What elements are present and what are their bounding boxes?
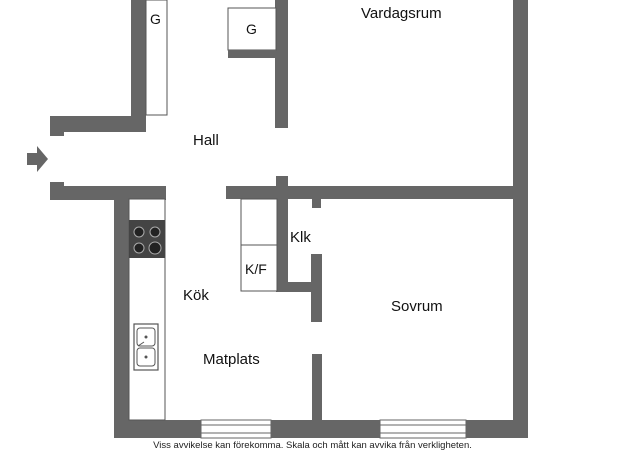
wall-hall-left-upper [131, 0, 146, 118]
room-label-sovrum: Sovrum [391, 298, 443, 315]
room-label-matplats: Matplats [203, 351, 260, 368]
walls [50, 0, 528, 438]
pantry-cabinet [240, 198, 278, 246]
wall-partition-lower [312, 354, 322, 438]
wall-stub [312, 198, 321, 208]
wall-klk-right [311, 254, 322, 322]
double-sink-icon [133, 323, 159, 371]
arrow-right-icon [27, 146, 48, 172]
room-label-vardagsrum: Vardagsrum [361, 5, 442, 22]
wall-middle-right [288, 186, 528, 199]
closet-living [227, 7, 277, 51]
fridge-freezer [240, 244, 278, 292]
floor-plan: G G K/F Vardagsrum Hall Klk K [27, 0, 528, 439]
closet-hall [145, 0, 168, 116]
wall-entrance-jamb-bottom [50, 182, 64, 200]
window-kitchen [200, 419, 272, 439]
closet-living-label: G [246, 21, 257, 37]
wall-closet-bottom [228, 50, 276, 58]
wall-right-outer-upper [513, 0, 528, 200]
wall-entrance-bottom [50, 186, 166, 200]
wall-klk-bottom [276, 282, 320, 292]
wall-entrance-top [50, 116, 146, 132]
fridge-freezer-label: K/F [245, 261, 267, 277]
disclaimer-footnote: Viss avvikelse kan förekomma. Skala och … [153, 440, 472, 451]
wall-klk-left [276, 176, 288, 290]
room-label-klk: Klk [290, 229, 311, 246]
wall-entrance-jamb-top [50, 116, 64, 136]
wall-middle-left [226, 186, 276, 199]
wall-kitchen-left [114, 186, 129, 438]
room-label-kok: Kök [183, 287, 209, 304]
stove-icon [129, 220, 165, 258]
wall-right-outer-lower [513, 186, 528, 438]
wall-hall-right-upper [275, 0, 288, 128]
closet-hall-label: G [150, 11, 161, 27]
window-bedroom [379, 419, 467, 439]
room-label-hall: Hall [193, 132, 219, 149]
